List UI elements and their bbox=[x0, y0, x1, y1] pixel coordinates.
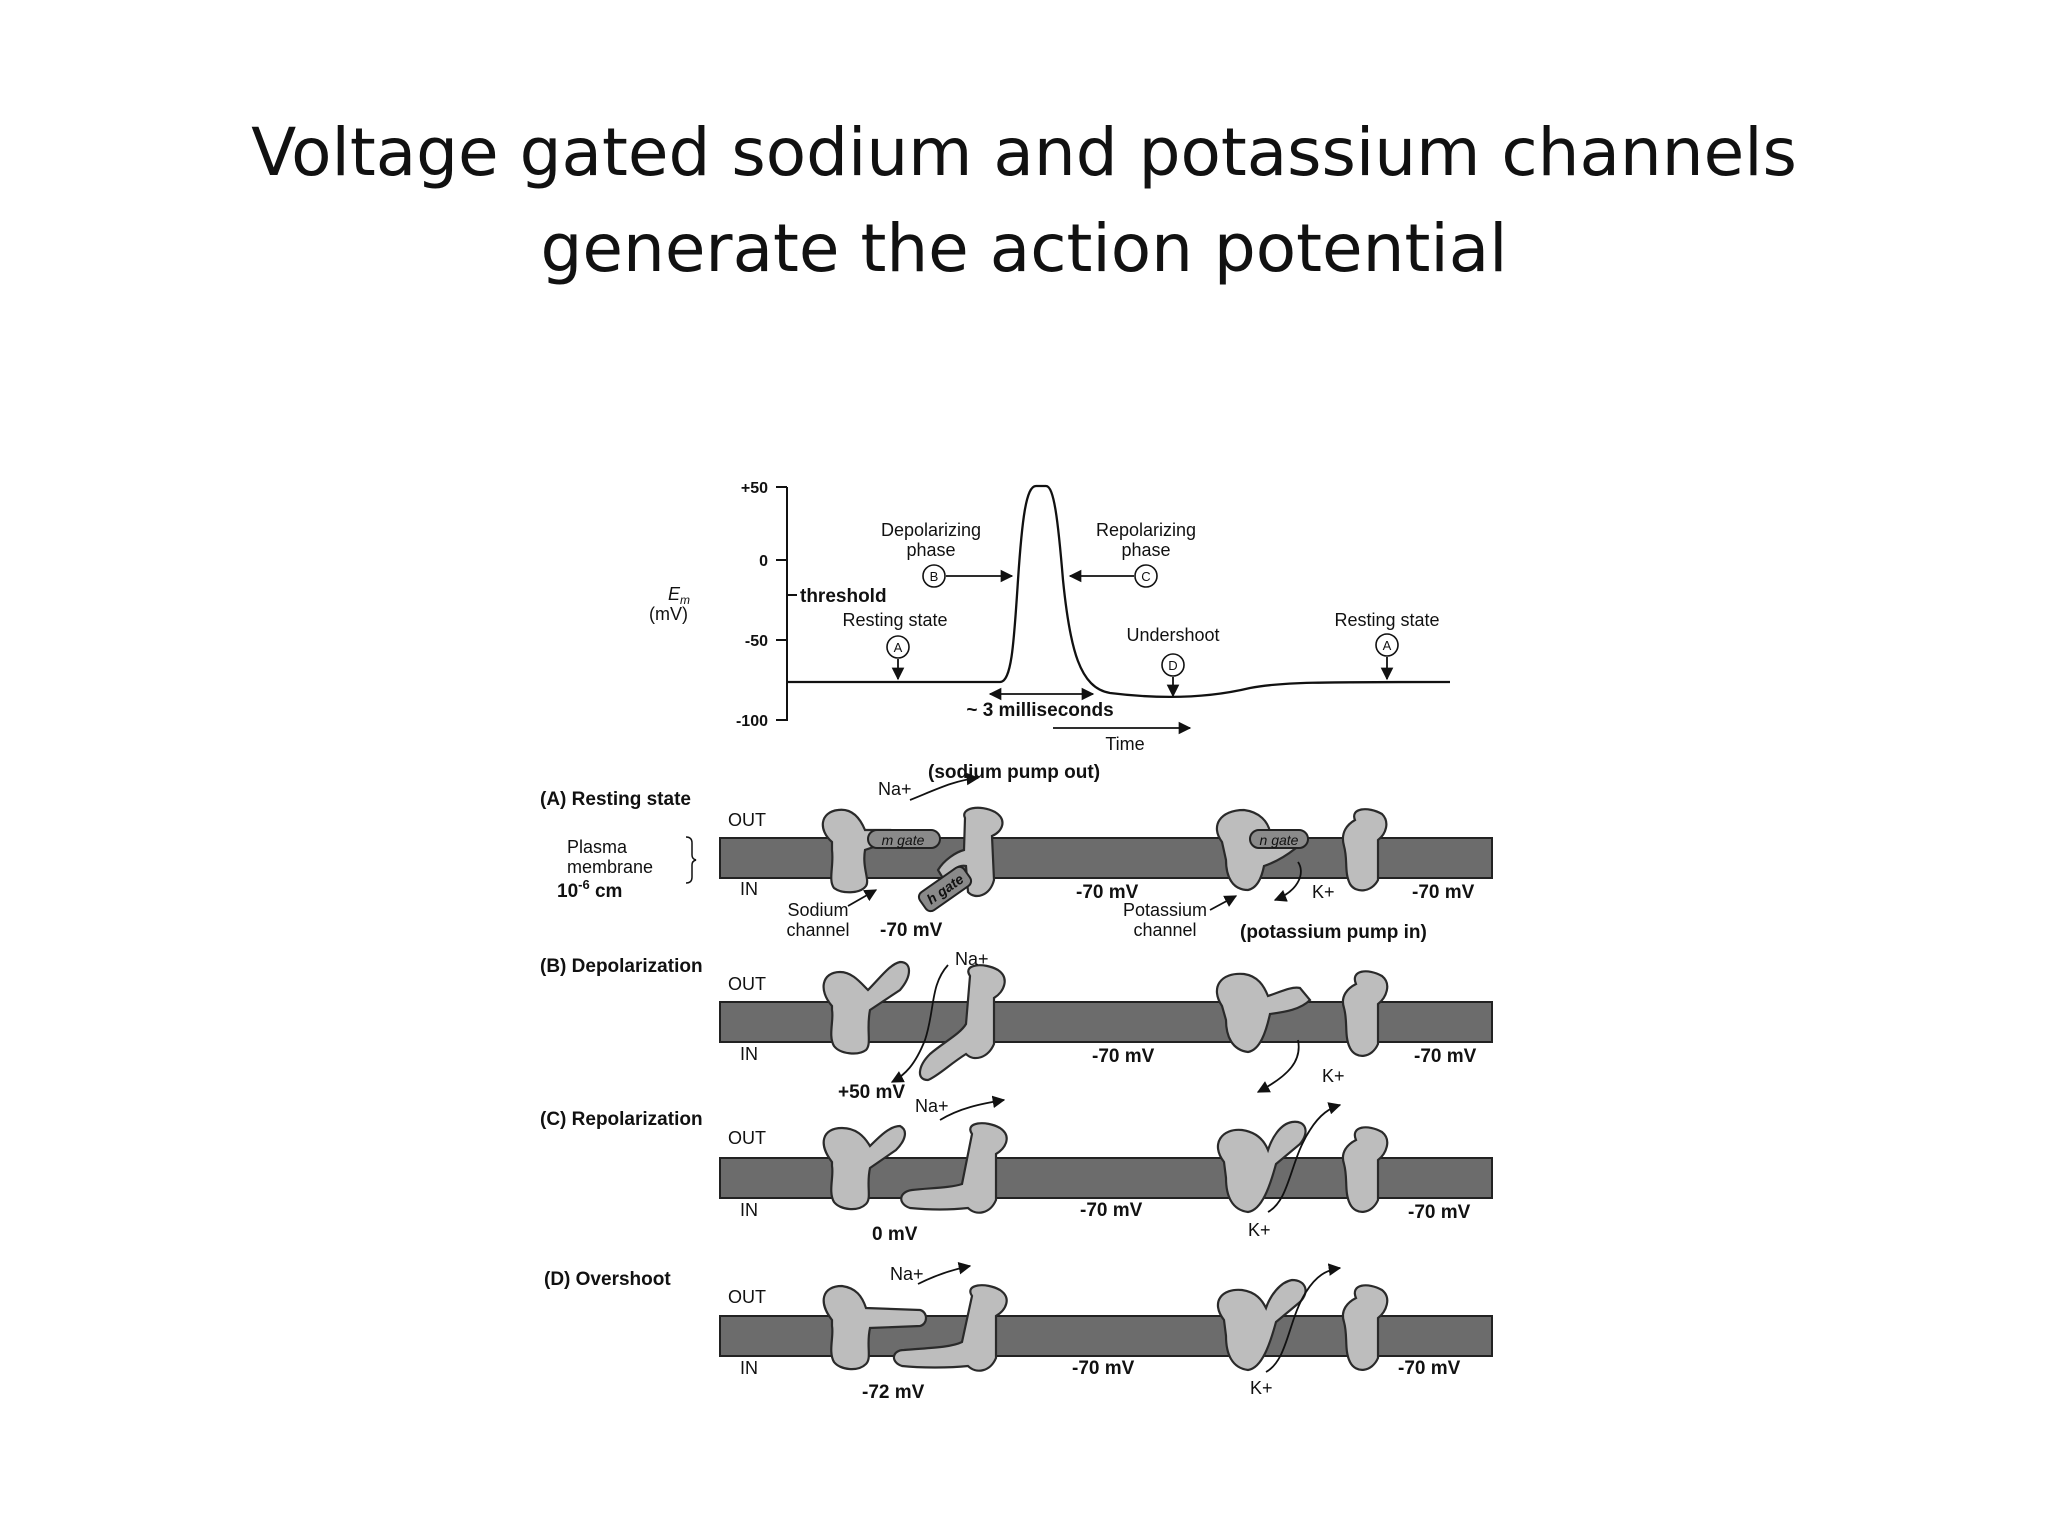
potassium-channel-right-d bbox=[1341, 1284, 1389, 1371]
sodium-channel-left-d bbox=[822, 1284, 928, 1371]
panel-a-mid-mv: -70 mV bbox=[1076, 882, 1139, 903]
title-line-2: generate the action potential bbox=[540, 210, 1508, 287]
panel-d-overshoot: (D) Overshoot Na+ OUT IN -72 mV -70 mV K… bbox=[544, 1262, 1493, 1403]
panel-c-na-mv: 0 mV bbox=[872, 1224, 918, 1245]
panel-c-na: Na+ bbox=[915, 1096, 949, 1116]
panel-d-right-mv: -70 mV bbox=[1398, 1358, 1461, 1379]
panel-b-k: K+ bbox=[1322, 1066, 1345, 1086]
panel-c-out: OUT bbox=[728, 1128, 766, 1148]
sodium-channel-label-l2: channel bbox=[786, 920, 849, 940]
panel-d-out: OUT bbox=[728, 1287, 766, 1307]
depolarizing-label-l1: Depolarizing bbox=[881, 520, 981, 540]
h-gate-a bbox=[917, 865, 973, 913]
plasma-label-l1: Plasma bbox=[567, 837, 628, 857]
sodium-channel-left-c bbox=[822, 1124, 906, 1211]
slide-title: Voltage gated sodium and potassium chann… bbox=[0, 105, 2048, 297]
action-potential-graph: +50 0 -50 -100 Em (mV) threshold Depolar… bbox=[649, 480, 1451, 754]
undershoot-label: Undershoot bbox=[1126, 625, 1219, 645]
sodium-channel-right-b bbox=[918, 964, 1006, 1082]
membrane-brace bbox=[685, 836, 697, 884]
panel-b-depolarization: (B) Depolarization OUT IN Na+ +50 mV -70… bbox=[540, 949, 1493, 1103]
sodium-channel-right-c bbox=[900, 1122, 1008, 1214]
potassium-channel-right-a bbox=[1341, 808, 1388, 892]
resting-state-label-right: Resting state bbox=[1334, 610, 1439, 630]
membrane-thickness: 10-6 cm bbox=[557, 877, 622, 902]
panel-b-mid-mv: -70 mV bbox=[1092, 1046, 1155, 1067]
panel-b-out: OUT bbox=[728, 974, 766, 994]
potassium-channel-left-d bbox=[1216, 1278, 1307, 1372]
panel-a-right-mv: -70 mV bbox=[1412, 882, 1475, 903]
repolarizing-label-l1: Repolarizing bbox=[1096, 520, 1196, 540]
panel-c-right-mv: -70 mV bbox=[1408, 1202, 1471, 1223]
panel-a-na: Na+ bbox=[878, 779, 912, 799]
potassium-channel-right-c bbox=[1341, 1126, 1389, 1213]
panel-c-k: K+ bbox=[1248, 1220, 1271, 1240]
panel-b-na-mv: +50 mV bbox=[838, 1082, 905, 1103]
sodium-pump-out-label: (sodium pump out) bbox=[928, 762, 1100, 783]
panel-d-title: (D) Overshoot bbox=[544, 1269, 671, 1290]
panel-d-na: Na+ bbox=[890, 1264, 924, 1284]
time-label: Time bbox=[1105, 734, 1144, 754]
m-gate-a bbox=[867, 829, 941, 849]
panel-b-title: (B) Depolarization bbox=[540, 956, 703, 977]
marker-d: D bbox=[1168, 658, 1177, 673]
panel-d-in: IN bbox=[740, 1358, 758, 1378]
panel-a-out: OUT bbox=[728, 810, 766, 830]
marker-a-left: A bbox=[894, 640, 903, 655]
panel-c-in: IN bbox=[740, 1200, 758, 1220]
n-gate-label: n gate bbox=[1260, 832, 1299, 848]
sodium-channel-left-b bbox=[822, 960, 911, 1055]
panel-a-resting-state: (A) Resting state OUT IN Plasma membrane… bbox=[540, 762, 1493, 943]
threshold-label: threshold bbox=[800, 586, 887, 607]
tick-label-minus50: -50 bbox=[745, 633, 768, 650]
resting-state-label-left: Resting state bbox=[842, 610, 947, 630]
marker-a-right: A bbox=[1383, 638, 1392, 653]
panel-d-k: K+ bbox=[1250, 1378, 1273, 1398]
sodium-channel-right-a bbox=[936, 806, 1004, 898]
marker-c: C bbox=[1141, 569, 1150, 584]
panel-b-in: IN bbox=[740, 1044, 758, 1064]
potassium-channel-left-b bbox=[1215, 972, 1312, 1054]
panel-c-title: (C) Repolarization bbox=[540, 1109, 703, 1130]
panel-d-na-mv: -72 mV bbox=[862, 1382, 925, 1403]
m-gate-label: m gate bbox=[882, 832, 925, 848]
panel-c-mid-mv: -70 mV bbox=[1080, 1200, 1143, 1221]
potassium-channel-label-l1: Potassium bbox=[1123, 900, 1207, 920]
duration-label: ~ 3 milliseconds bbox=[966, 700, 1113, 721]
title-line-1: Voltage gated sodium and potassium chann… bbox=[251, 114, 1797, 191]
tick-label-plus50: +50 bbox=[741, 480, 768, 497]
panel-c-repolarization: (C) Repolarization Na+ OUT IN 0 mV -70 m… bbox=[540, 1095, 1493, 1245]
sodium-channel-label-l1: Sodium bbox=[787, 900, 848, 920]
panel-b-na: Na+ bbox=[955, 949, 989, 969]
potassium-pump-in-label: (potassium pump in) bbox=[1240, 922, 1427, 943]
repolarizing-label-l2: phase bbox=[1121, 540, 1170, 560]
panel-b-right-mv: -70 mV bbox=[1414, 1046, 1477, 1067]
panel-a-k: K+ bbox=[1312, 882, 1335, 902]
panel-d-mid-mv: -70 mV bbox=[1072, 1358, 1135, 1379]
y-axis-label: Em bbox=[668, 584, 690, 607]
panel-a-title: (A) Resting state bbox=[540, 789, 691, 810]
n-gate-a bbox=[1249, 829, 1309, 849]
depolarizing-label-l2: phase bbox=[906, 540, 955, 560]
plasma-label-l2: membrane bbox=[567, 857, 653, 877]
y-axis-unit: (mV) bbox=[649, 604, 688, 624]
potassium-channel-label-l2: channel bbox=[1133, 920, 1196, 940]
sodium-channel-right-d bbox=[892, 1284, 1008, 1372]
tick-label-minus100: -100 bbox=[736, 713, 768, 730]
potassium-channel-left-c bbox=[1216, 1120, 1307, 1214]
potassium-channel-right-b bbox=[1341, 970, 1389, 1057]
panel-a-in: IN bbox=[740, 879, 758, 899]
marker-b: B bbox=[930, 569, 939, 584]
tick-label-0: 0 bbox=[759, 553, 768, 570]
action-potential-curve bbox=[787, 484, 1451, 699]
panel-a-na-mv: -70 mV bbox=[880, 920, 943, 941]
potassium-channel-left-a bbox=[1215, 808, 1302, 892]
